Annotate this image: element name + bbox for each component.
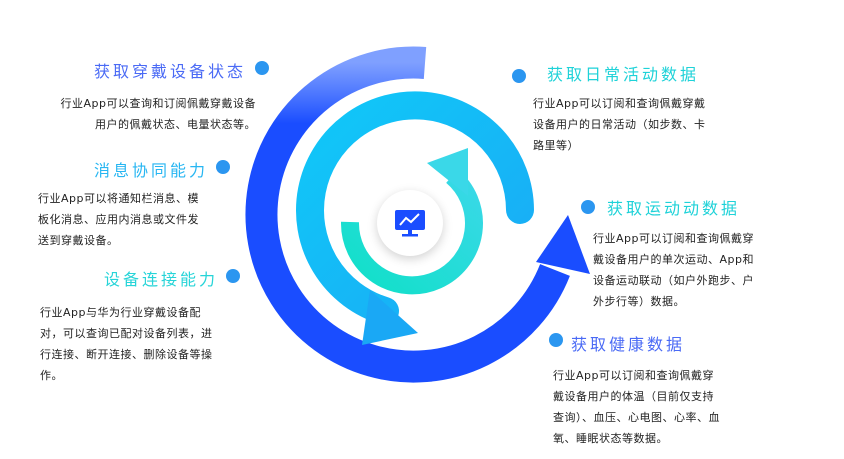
monitor-chart-icon <box>395 210 425 237</box>
desc-health-data: 行业App可以订阅和查询佩戴穿戴设备用户的体温（目前仅支持查询）、血压、心电图、… <box>553 369 720 445</box>
bullet-dot <box>581 200 595 214</box>
bullet-dot <box>255 61 269 75</box>
desc-device-status: 行业App可以查询和订阅佩戴穿戴设备用户的佩戴状态、电量状态等。 <box>60 97 256 131</box>
title-workout-data: 获取运动动数据 <box>607 199 741 218</box>
desc-device-connect: 行业App与华为行业穿戴设备配对，可以查询已配对设备列表，进行连接、断开连接、删… <box>40 306 213 382</box>
title-device-status: 获取穿戴设备状态 <box>93 62 246 81</box>
bullet-dot <box>512 69 526 83</box>
title-daily-activity: 获取日常活动数据 <box>547 65 700 84</box>
middle-ring-arrow <box>296 91 534 345</box>
bullet-dot <box>216 160 230 174</box>
title-health-data: 获取健康数据 <box>571 335 686 354</box>
desc-daily-activity: 行业App可以订阅和查询佩戴穿戴设备用户的日常活动（如步数、卡路里等） <box>533 97 706 152</box>
outer-ring-arrow <box>245 46 590 383</box>
title-device-connect: 设备连接能力 <box>103 270 218 289</box>
inner-ring-arrow <box>340 148 483 295</box>
center-badge <box>377 190 443 256</box>
bullet-dot <box>226 269 240 283</box>
desc-message-sync: 行业App可以将通知栏消息、模板化消息、应用内消息或文件发送到穿戴设备。 <box>38 192 199 247</box>
title-message-sync: 消息协同能力 <box>93 161 208 180</box>
desc-workout-data: 行业App可以订阅和查询佩戴穿戴设备用户的单次运动、App和设备运动联动（如户外… <box>593 232 754 308</box>
bullet-dot <box>549 333 563 347</box>
